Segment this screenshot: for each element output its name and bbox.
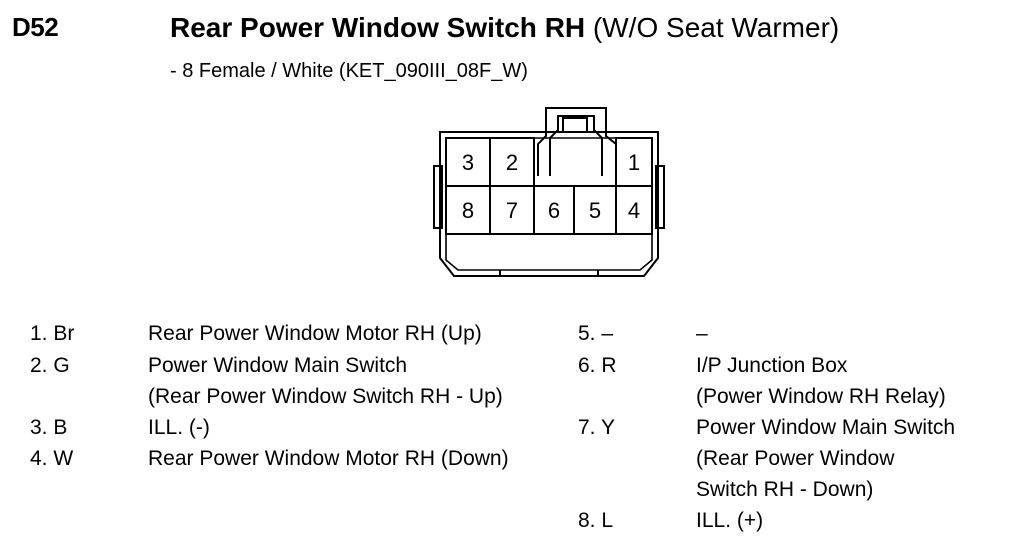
- pin-3-id: 3. B: [30, 416, 68, 439]
- pin-4-id: 4. W: [30, 447, 74, 470]
- pin-4-desc: Rear Power Window Motor RH (Down): [148, 447, 509, 470]
- pin-5-desc: –: [696, 322, 708, 345]
- pin-1-desc: Rear Power Window Motor RH (Up): [148, 322, 482, 345]
- pin-7-desc-line3: Switch RH - Down): [696, 478, 874, 501]
- pin-8-desc: ILL. (+): [696, 509, 764, 532]
- pin-3-desc: ILL. (-): [148, 416, 210, 439]
- pin-1-id: 1. Br: [30, 322, 75, 345]
- pin-label-1: 1: [628, 150, 640, 175]
- connector-code: D52: [12, 12, 59, 42]
- pin-label-4: 4: [628, 198, 640, 223]
- pin-8-id: 8. L: [578, 509, 614, 532]
- title-bold: Rear Power Window Switch RH: [170, 12, 586, 43]
- pin-label-7: 7: [506, 198, 518, 223]
- connector-title: Rear Power Window Switch RH (W/O Seat Wa…: [170, 12, 839, 44]
- pin-6-id: 6. R: [578, 354, 617, 377]
- pin-2-desc-line1: Power Window Main Switch: [148, 354, 408, 377]
- pin-label-6: 6: [548, 198, 560, 223]
- title-qualifier: (W/O Seat Warmer): [592, 12, 840, 43]
- pin-6-desc-line1: I/P Junction Box: [696, 354, 848, 377]
- pin-numbers: 3 2 1 8 7 6 5 4: [462, 150, 640, 223]
- pin-6-desc-line2: (Power Window RH Relay): [696, 385, 946, 408]
- pin-7-desc-line1: Power Window Main Switch: [696, 416, 956, 439]
- connector-diagram: 3 2 1 8 7 6 5 4: [433, 107, 665, 277]
- pin-label-3: 3: [462, 150, 474, 175]
- connector-subtitle: - 8 Female / White (KET_090III_08F_W): [170, 60, 528, 82]
- pin-2-desc-line2: (Rear Power Window Switch RH - Up): [148, 385, 503, 408]
- pin-label-8: 8: [462, 198, 474, 223]
- pin-label-5: 5: [589, 198, 601, 223]
- pin-7-desc-line2: (Rear Power Window: [696, 447, 895, 470]
- connector-housing: [433, 107, 665, 277]
- pin-label-2: 2: [506, 150, 518, 175]
- pin-7-id: 7. Y: [578, 416, 615, 439]
- pin-5-id: 5. –: [578, 322, 614, 345]
- pin-2-id: 2. G: [30, 354, 70, 377]
